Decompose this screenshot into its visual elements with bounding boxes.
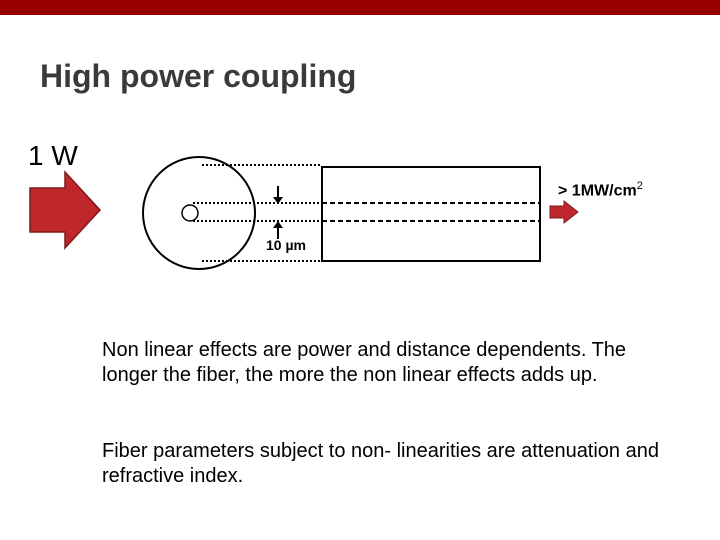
fiber-diagram [29, 156, 579, 270]
fiber-core-icon [181, 204, 199, 222]
input-arrow-icon [29, 170, 102, 250]
input-power-label: 1 W [28, 140, 78, 171]
fiber-cross-section-icon [142, 156, 256, 270]
paragraph-nonlinear-effects: Non linear effects are power and distanc… [102, 339, 627, 386]
output-density-label: > 1MW/cm2 [558, 180, 643, 200]
core-width-arrows-icon [273, 186, 283, 239]
top-accent-bar [0, 0, 720, 15]
output-density-value: > 1MW/cm [558, 182, 637, 200]
output-density-exponent: 2 [636, 180, 643, 192]
core-diameter-label: 10 µm [266, 237, 306, 253]
fiber-side-view [321, 166, 541, 262]
paragraph-fiber-parameters: Fiber parameters subject to non- lineari… [102, 440, 659, 487]
output-arrow-icon [549, 199, 579, 225]
slide-title: High power coupling [40, 58, 357, 94]
